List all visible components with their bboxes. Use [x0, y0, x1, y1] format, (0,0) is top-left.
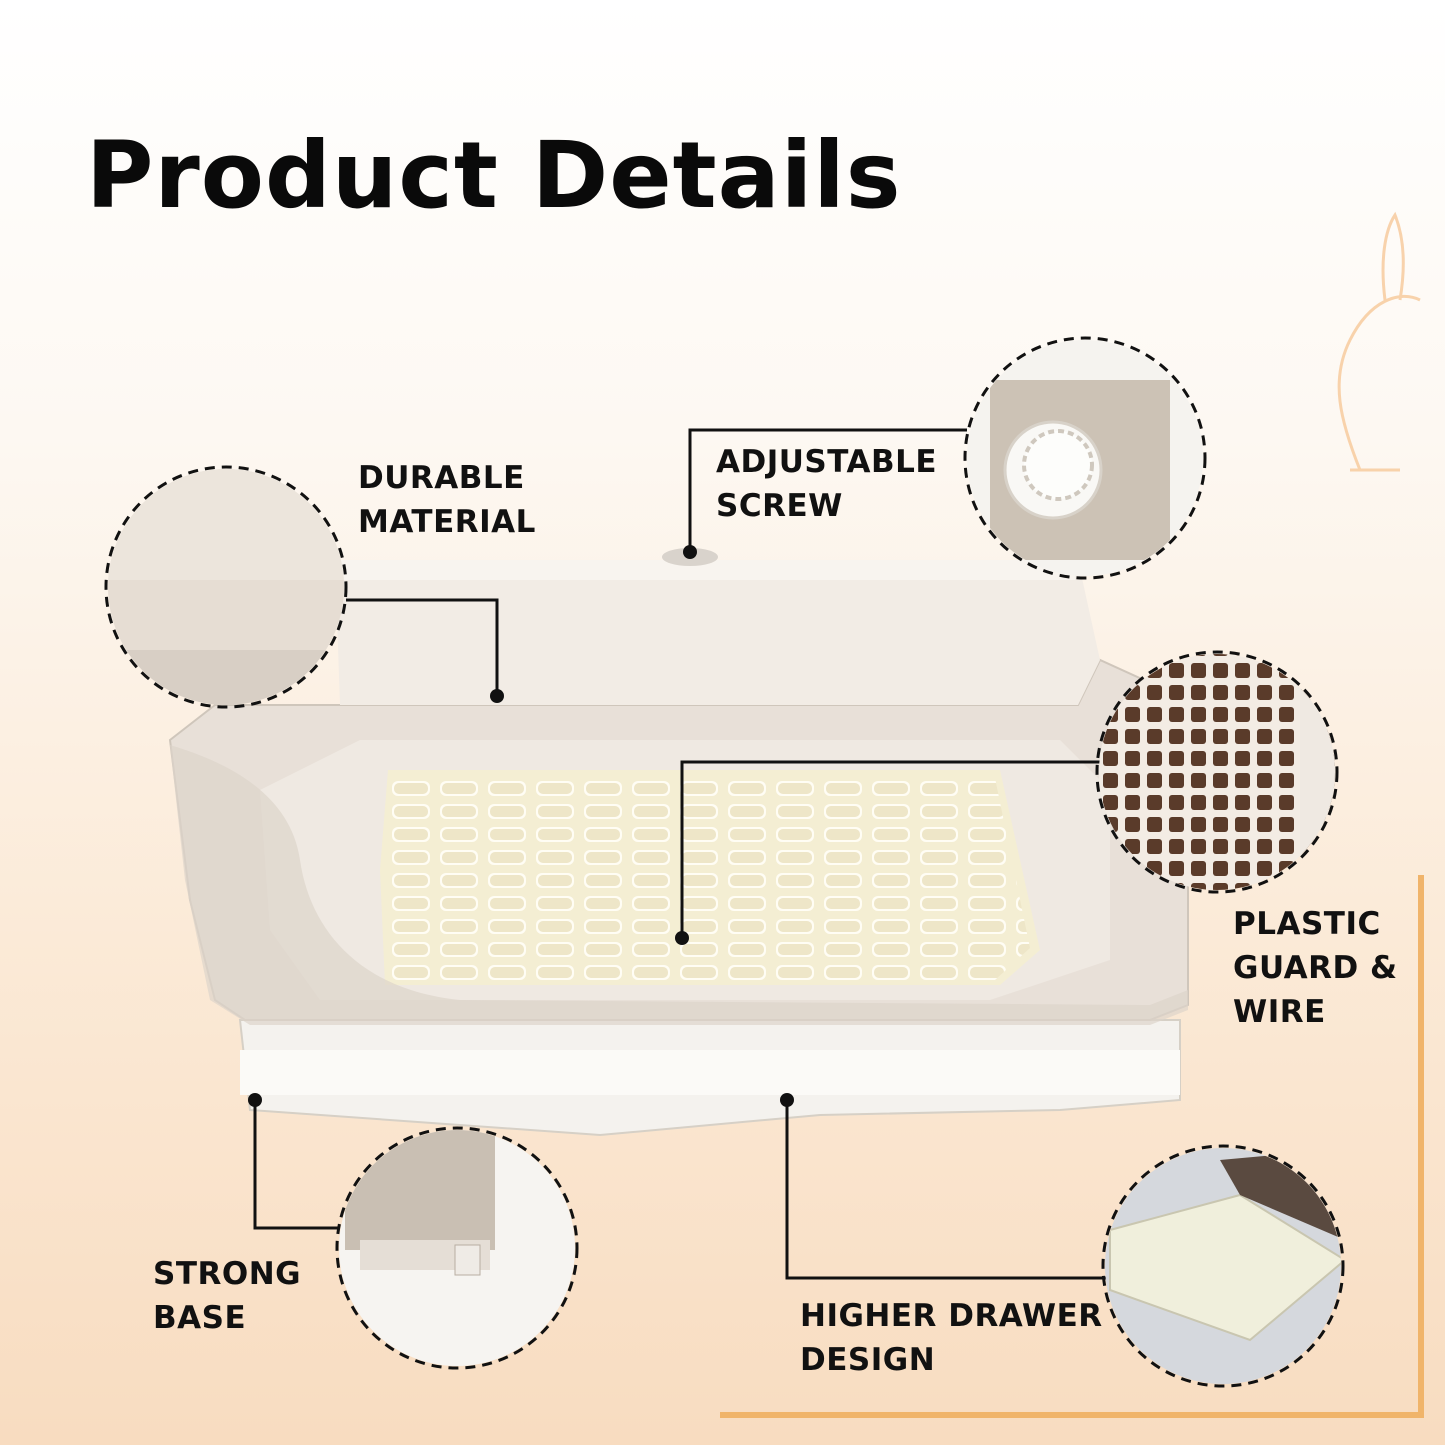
durable-material-label: DURABLE MATERIAL: [358, 460, 536, 540]
plastic-guard-detail-image: [1095, 650, 1339, 894]
adjustable-screw-detail-image: [963, 336, 1207, 580]
higher-drawer-detail-image: [1101, 1144, 1345, 1388]
litter-box-product: [168, 548, 1189, 1137]
adjustable-screw-label: ADJUSTABLE SCREW: [716, 444, 938, 524]
accent-frame-bottom: [720, 1412, 1424, 1418]
accent-frame-right: [1418, 875, 1424, 1415]
strong-base-detail-image: [335, 1126, 579, 1370]
callout-lines: [253, 428, 1106, 1280]
durable-material-detail-image: [104, 465, 348, 709]
higher-drawer-label: HIGHER DRAWER DESIGN: [800, 1298, 1103, 1378]
rabbit-decoration-icon: [1337, 211, 1421, 472]
callout-dots: [248, 545, 794, 1107]
plastic-guard-label: PLASTIC GUARD & WIRE: [1233, 906, 1398, 1030]
strong-base-label: STRONG BASE: [153, 1256, 302, 1336]
page-title: Product Details: [86, 122, 902, 229]
